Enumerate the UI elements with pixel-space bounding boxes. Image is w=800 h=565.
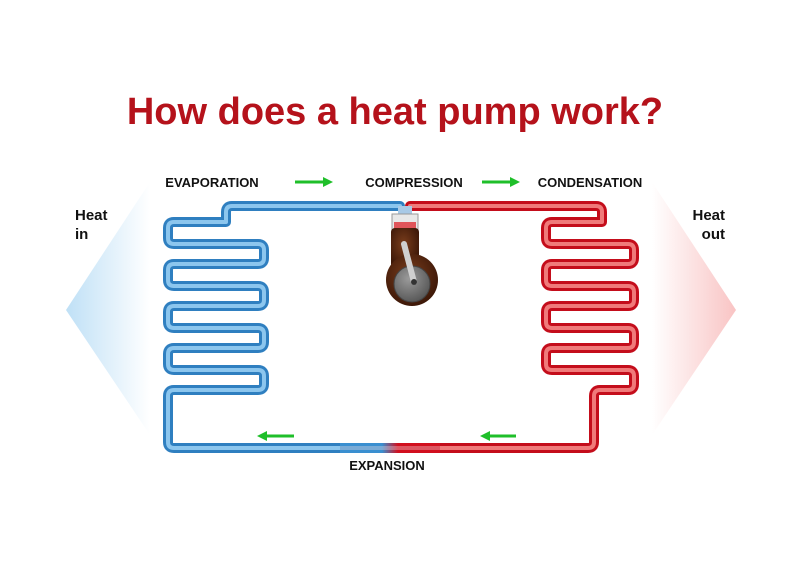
page-title: How does a heat pump work? (127, 91, 663, 133)
flow-arrow-comp-to-cond (482, 177, 520, 187)
heat-out-label: Heat out (692, 207, 725, 243)
flow-arrow-bottom-left (257, 431, 294, 441)
heat-out-arrow (652, 182, 736, 435)
heat-out-label-line2: out (702, 226, 725, 243)
heat-in-label: Heat in (75, 207, 108, 243)
evaporation-label: EVAPORATION (165, 175, 258, 190)
heat-in-label-line1: Heat (75, 207, 108, 224)
evaporator-coil-pipe (163, 201, 405, 453)
condenser-coil-pipe (385, 201, 639, 453)
flow-arrow-evap-to-comp (295, 177, 333, 187)
compressor-piston-icon (386, 206, 438, 306)
compression-label: COMPRESSION (365, 175, 463, 190)
flow-arrow-bottom-right (480, 431, 516, 441)
heat-in-arrow (66, 182, 150, 435)
heat-in-label-line2: in (75, 226, 88, 243)
condensation-label: CONDENSATION (538, 175, 642, 190)
expansion-label: EXPANSION (349, 458, 425, 473)
expansion-blend (340, 443, 440, 453)
heat-out-label-line1: Heat (692, 207, 725, 224)
